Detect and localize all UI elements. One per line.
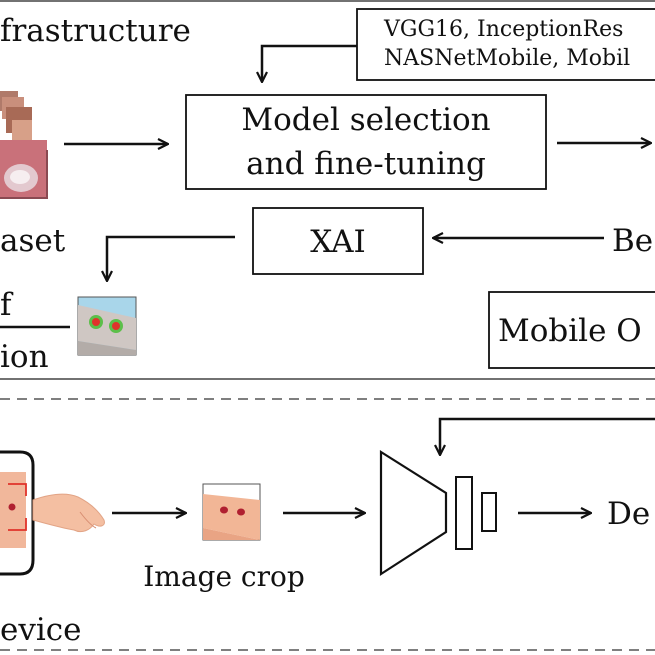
model-selection-line-1: Model selection (241, 102, 490, 138)
explanation-label-line-1: f (0, 287, 14, 323)
phone-icon (0, 450, 35, 576)
image-crop-label: Image crop (143, 560, 305, 593)
crop-icon (202, 483, 261, 541)
xai-to-heatmap-arrow (107, 235, 235, 281)
dataset-label: aset (0, 223, 66, 259)
models-line-2: NASNetMobile, Mobil (384, 46, 630, 71)
best-label: Be (612, 223, 653, 259)
device-label: evice (0, 612, 81, 648)
models-line-1: VGG16, InceptionRes (383, 17, 623, 42)
explanation-label-line-2: ion (0, 339, 49, 375)
detection-label: De (607, 496, 650, 532)
xai-label: XAI (310, 224, 366, 260)
arm-icon (32, 493, 105, 533)
mobile-label: Mobile O (498, 313, 642, 349)
top-panel-title: frastructure (0, 13, 191, 49)
models-box (356, 8, 655, 81)
skin-lesion-thumbnail-icon (0, 91, 48, 199)
model-selection-box (185, 94, 547, 190)
cnn-encoder-icon (379, 450, 497, 577)
feedback-arrow (440, 417, 655, 455)
model-selection-line-2: and fine-tuning (246, 146, 486, 182)
mobile-box (488, 291, 655, 369)
heatmap-icon (77, 296, 137, 356)
models-to-selection-arrow (262, 44, 357, 82)
xai-box (252, 207, 424, 275)
